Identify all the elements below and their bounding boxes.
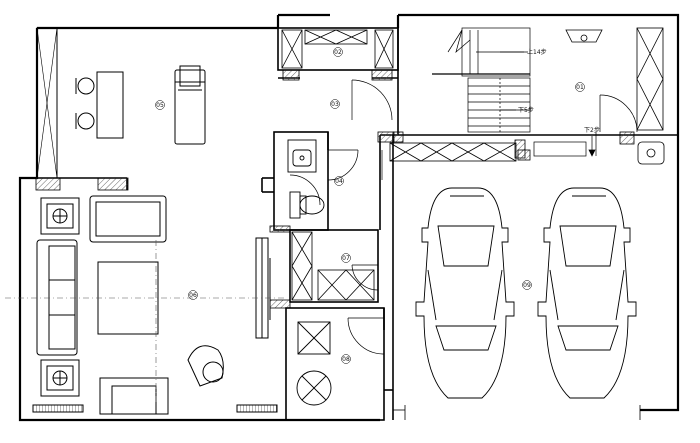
stair-arrows bbox=[500, 51, 596, 157]
room-number-08: 08 bbox=[342, 356, 350, 363]
room-05-furniture bbox=[36, 27, 206, 179]
room-number-05: 05 bbox=[156, 102, 164, 109]
car-right bbox=[537, 187, 637, 399]
room-08-fixtures bbox=[296, 321, 332, 406]
room-number-03: 03 bbox=[331, 101, 339, 108]
room-number-labels: 02 01 03 04 05 06 07 08 09 bbox=[156, 49, 584, 363]
room-01-fixtures bbox=[565, 27, 665, 165]
room-02-cabinets bbox=[281, 29, 394, 69]
stair-down-label: 下5步 bbox=[518, 106, 534, 114]
room-number-01: 01 bbox=[576, 84, 584, 91]
section-lines bbox=[5, 240, 286, 405]
stair-up-label: 上14步 bbox=[527, 48, 547, 56]
room-number-07: 07 bbox=[342, 255, 350, 262]
room-number-02: 02 bbox=[334, 49, 342, 56]
stair-down-small-label: 下2步 bbox=[584, 126, 600, 134]
garage-cabinets bbox=[389, 142, 678, 420]
bathroom-fixtures bbox=[287, 139, 325, 219]
car-left bbox=[415, 187, 515, 399]
room-06-furniture bbox=[32, 195, 278, 415]
room-number-09: 09 bbox=[523, 282, 531, 289]
room-number-04: 04 bbox=[335, 178, 343, 185]
room-number-06: 06 bbox=[189, 292, 197, 299]
stair-labels: 上14步 下5步 下2步 bbox=[518, 48, 600, 134]
room-07-cabinets bbox=[291, 231, 375, 301]
doors bbox=[289, 79, 638, 355]
room-number-markers bbox=[155, 47, 585, 364]
stairs bbox=[432, 27, 597, 157]
wall-poche bbox=[35, 69, 635, 309]
